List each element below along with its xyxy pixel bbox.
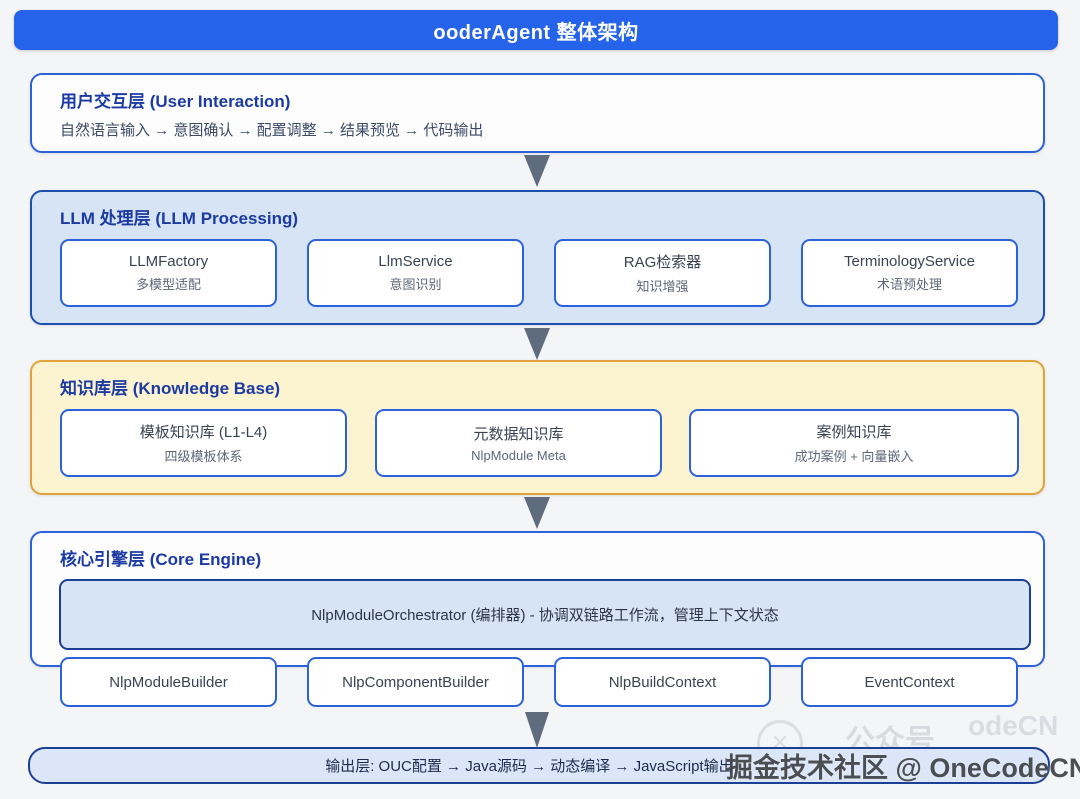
layer-core-title: 核心引擎层 (Core Engine) bbox=[60, 550, 262, 569]
component-desc: NlpModule Meta bbox=[471, 448, 566, 463]
component-box-terminologyservice: TerminologyService 术语预处理 bbox=[801, 239, 1018, 307]
component-box-template-kb: 模板知识库 (L1-L4) 四级模板体系 bbox=[60, 409, 347, 477]
layer-core-engine: 核心引擎层 (Core Engine) NlpModuleOrchestrato… bbox=[30, 531, 1045, 707]
component-desc: 成功案例 + 向量嵌入 bbox=[794, 449, 914, 464]
component-box-nlpcomponentbuilder: NlpComponentBuilder bbox=[307, 657, 524, 707]
component-desc: 多模型适配 bbox=[135, 277, 201, 292]
component-box-nlpmodulebuilder: NlpModuleBuilder bbox=[60, 657, 277, 707]
flow-arrow-down-icon bbox=[524, 328, 550, 360]
layer-llm-processing: LLM 处理层 (LLM Processing) LLMFactory 多模型适… bbox=[30, 190, 1045, 325]
component-name: NlpComponentBuilder bbox=[342, 673, 489, 691]
component-name: 案例知识库 bbox=[816, 424, 892, 441]
component-desc: 四级模板体系 bbox=[164, 449, 243, 464]
watermark-text: 掘金技术社区 @ OneCodeCN bbox=[726, 753, 1080, 783]
layer-knowledge-base: 知识库层 (Knowledge Base) 模板知识库 (L1-L4) 四级模板… bbox=[30, 360, 1045, 495]
component-box-llmfactory: LLMFactory 多模型适配 bbox=[60, 239, 277, 307]
component-box-case-kb: 案例知识库 成功案例 + 向量嵌入 bbox=[689, 409, 1019, 477]
layer-user-interaction-title: 用户交互层 (User Interaction) bbox=[60, 92, 291, 111]
flow-arrow-down-icon bbox=[524, 497, 550, 529]
component-name: 模板知识库 (L1-L4) bbox=[139, 424, 268, 441]
component-name: NlpBuildContext bbox=[608, 673, 717, 691]
flow-arrow-down-icon bbox=[524, 155, 550, 187]
component-name: TerminologyService bbox=[844, 253, 975, 270]
component-box-rag-retriever: RAG检索器 知识增强 bbox=[554, 239, 771, 307]
orchestrator-box: NlpModuleOrchestrator (编排器) - 协调双链路工作流，管… bbox=[59, 579, 1031, 650]
component-box-eventcontext: EventContext bbox=[801, 657, 1018, 707]
component-name: EventContext bbox=[864, 673, 955, 691]
layer-user-interaction: 用户交互层 (User Interaction) 自然语言输入 → 意图确认 →… bbox=[30, 73, 1045, 153]
watermark-ghost-text: odeCN bbox=[968, 710, 1059, 741]
user-interaction-flow: 自然语言输入 → 意图确认 → 配置调整 → 结果预览 → 代码输出 bbox=[60, 122, 484, 139]
layer-llm-title: LLM 处理层 (LLM Processing) bbox=[60, 209, 298, 228]
component-desc: 知识增强 bbox=[636, 279, 689, 294]
output-layer-text: 输出层: OUC配置 → Java源码 → 动态编译 → JavaScript输… bbox=[325, 758, 753, 775]
component-name: NlpModuleBuilder bbox=[109, 673, 228, 691]
component-box-llmservice: LlmService 意图识别 bbox=[307, 239, 524, 307]
component-desc: 意图识别 bbox=[389, 277, 442, 292]
component-name: RAG检索器 bbox=[623, 254, 702, 271]
component-name: LLMFactory bbox=[128, 253, 209, 270]
diagram-title: ooderAgent 整体架构 bbox=[433, 21, 639, 44]
orchestrator-label: NlpModuleOrchestrator (编排器) - 协调双链路工作流，管… bbox=[311, 607, 779, 624]
component-box-nlpbuildcontext: NlpBuildContext bbox=[554, 657, 771, 707]
output-layer-bar: 输出层: OUC配置 → Java源码 → 动态编译 → JavaScript输… bbox=[28, 747, 1050, 784]
component-name: LlmService bbox=[378, 253, 453, 270]
diagram-title-bar: ooderAgent 整体架构 bbox=[14, 10, 1058, 50]
flow-arrow-down-icon bbox=[525, 712, 549, 748]
layer-knowledge-title: 知识库层 (Knowledge Base) bbox=[60, 379, 281, 398]
component-desc: 术语预处理 bbox=[876, 277, 942, 292]
component-box-metadata-kb: 元数据知识库 NlpModule Meta bbox=[375, 409, 662, 477]
component-name: 元数据知识库 bbox=[473, 426, 564, 443]
